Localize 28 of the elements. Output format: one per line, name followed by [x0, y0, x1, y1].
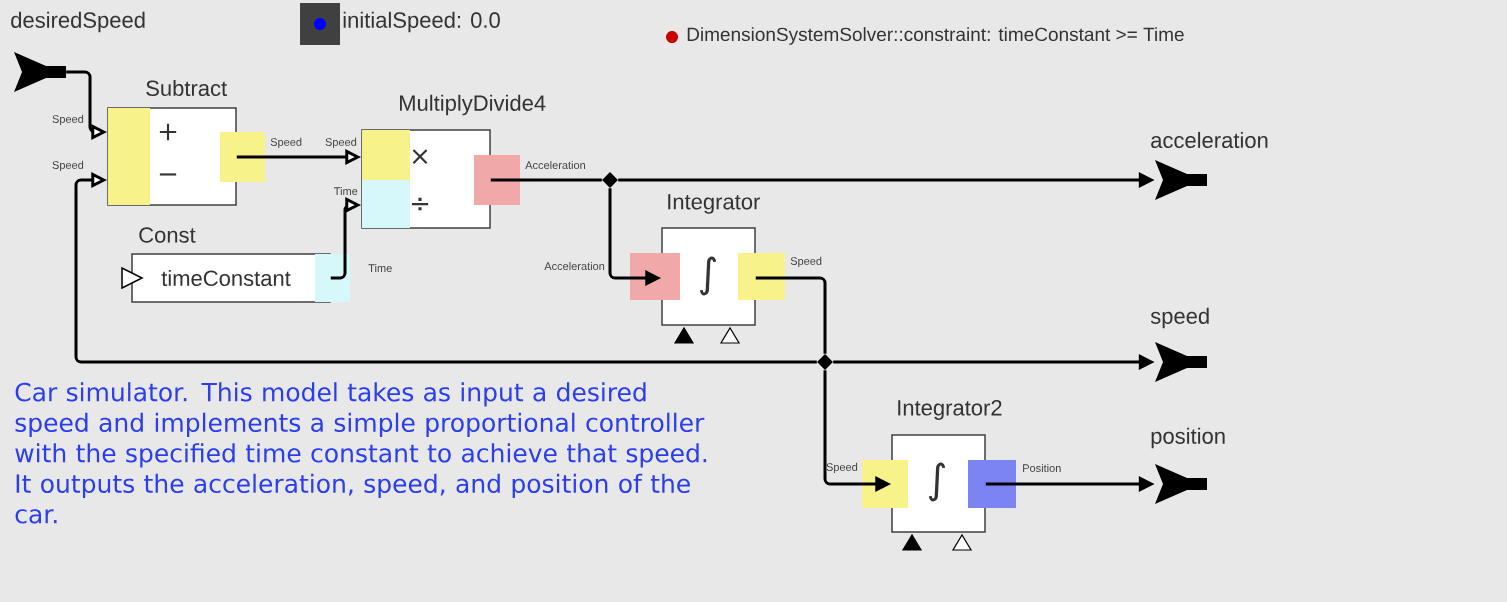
- actor-block: Const timeConstant: [121, 227, 350, 303]
- port-label: Acceleration: [525, 160, 585, 170]
- port-label: Speed: [52, 114, 84, 126]
- node-label: desiredSpeed: [11, 11, 145, 33]
- output-port: speed: [1150, 307, 1209, 382]
- relation-diamond: [602, 172, 618, 188]
- port-label: Time: [368, 263, 392, 273]
- port-label: Speed: [52, 160, 84, 172]
- connector: [74, 172, 817, 364]
- port-label: Time: [334, 186, 358, 196]
- parameter-label: initialSpeed: 0.0: [343, 11, 500, 33]
- port-label: Acceleration: [544, 261, 605, 271]
- node-label: position: [1151, 427, 1225, 449]
- node-label: acceleration: [1151, 131, 1268, 149]
- port-label: Speed: [325, 137, 357, 149]
- actor-block: Integrator ∫: [630, 194, 785, 344]
- port-label: Speed: [790, 256, 822, 268]
- output-port: position: [1151, 427, 1225, 504]
- output-port: acceleration: [1151, 131, 1268, 200]
- annotation-text: Car simulator. This model takes as input a desired speed and implements a simple proportional controller with the specified time constant to achieve that speed. It outputs the acceleration, speed, and position of the car.: [15, 382, 707, 524]
- connector: [755, 276, 827, 354]
- connector: [490, 178, 602, 182]
- actor-block: Integrator2 ∫: [862, 400, 1016, 551]
- relation-diamond: [817, 354, 833, 370]
- node-label: speed: [1150, 307, 1209, 329]
- constraint-label: DimensionSystemSolver::constraint: timeConstant >= Time: [687, 27, 1184, 45]
- port-label: Position: [1023, 463, 1061, 473]
- port-label: Speed: [270, 137, 302, 149]
